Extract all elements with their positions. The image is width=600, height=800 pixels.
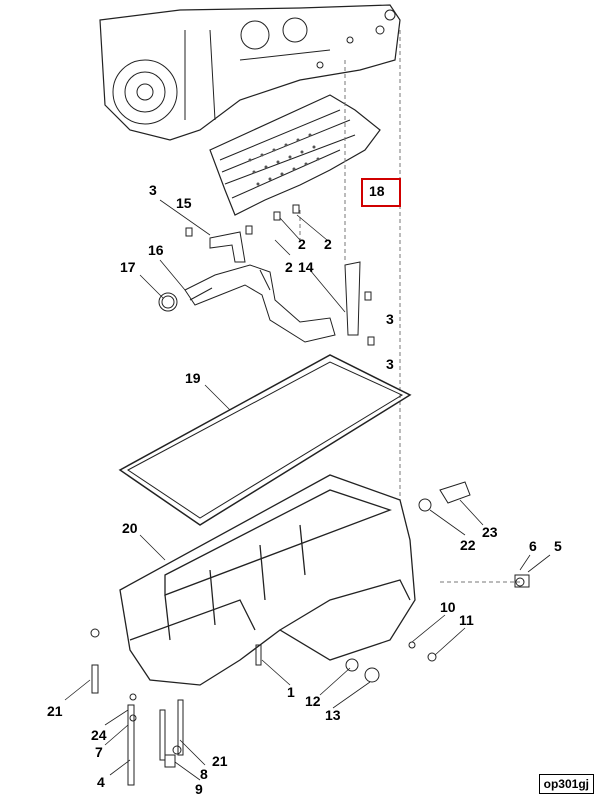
callout-24[interactable]: 24 <box>91 727 107 743</box>
callout-18[interactable]: 18 <box>369 183 385 199</box>
callout-3-b[interactable]: 3 <box>386 311 394 327</box>
highlight-box-18 <box>361 178 401 207</box>
callout-2-c[interactable]: 2 <box>324 236 332 252</box>
oil-pickup-tube <box>184 264 336 343</box>
callout-9[interactable]: 9 <box>195 781 203 797</box>
pan-bolts <box>90 628 262 786</box>
callout-1[interactable]: 1 <box>287 684 295 700</box>
support-bracket <box>344 261 361 336</box>
oil-baffle <box>209 94 381 216</box>
callout-13[interactable]: 13 <box>325 707 341 723</box>
callout-4[interactable]: 4 <box>97 774 105 790</box>
callout-17[interactable]: 17 <box>120 259 136 275</box>
callout-23[interactable]: 23 <box>482 524 498 540</box>
sensor-plug <box>418 481 471 512</box>
callout-12[interactable]: 12 <box>305 693 321 709</box>
leader-lines <box>64 199 551 781</box>
drain-plug <box>514 574 530 588</box>
callout-7[interactable]: 7 <box>95 744 103 760</box>
washer <box>345 658 359 672</box>
reference-code: op301gj <box>538 774 594 794</box>
callout-3-a[interactable]: 3 <box>149 182 157 198</box>
callout-21-a[interactable]: 21 <box>47 703 63 719</box>
bracket <box>209 231 246 263</box>
engine-block <box>99 4 401 141</box>
plug <box>364 667 380 683</box>
callout-11[interactable]: 11 <box>459 612 474 628</box>
oil-pan-gasket <box>118 354 412 526</box>
oil-pan <box>119 474 416 686</box>
callout-22[interactable]: 22 <box>460 537 476 553</box>
callout-6[interactable]: 6 <box>529 538 537 554</box>
callout-19[interactable]: 19 <box>185 370 201 386</box>
callout-3-c[interactable]: 3 <box>386 356 394 372</box>
callout-20[interactable]: 20 <box>122 520 138 536</box>
callout-8[interactable]: 8 <box>200 766 208 782</box>
o-ring <box>158 292 178 312</box>
baffle-bolts <box>185 204 300 237</box>
callout-2-b[interactable]: 2 <box>298 236 306 252</box>
callout-10[interactable]: 10 <box>440 599 456 615</box>
callout-5[interactable]: 5 <box>554 538 562 554</box>
callout-16[interactable]: 16 <box>148 242 164 258</box>
alignment-lines <box>299 30 520 583</box>
callout-2-a[interactable]: 2 <box>285 259 293 275</box>
callout-14[interactable]: 14 <box>298 259 314 275</box>
callout-21-b[interactable]: 21 <box>212 753 228 769</box>
callout-15[interactable]: 15 <box>176 195 192 211</box>
